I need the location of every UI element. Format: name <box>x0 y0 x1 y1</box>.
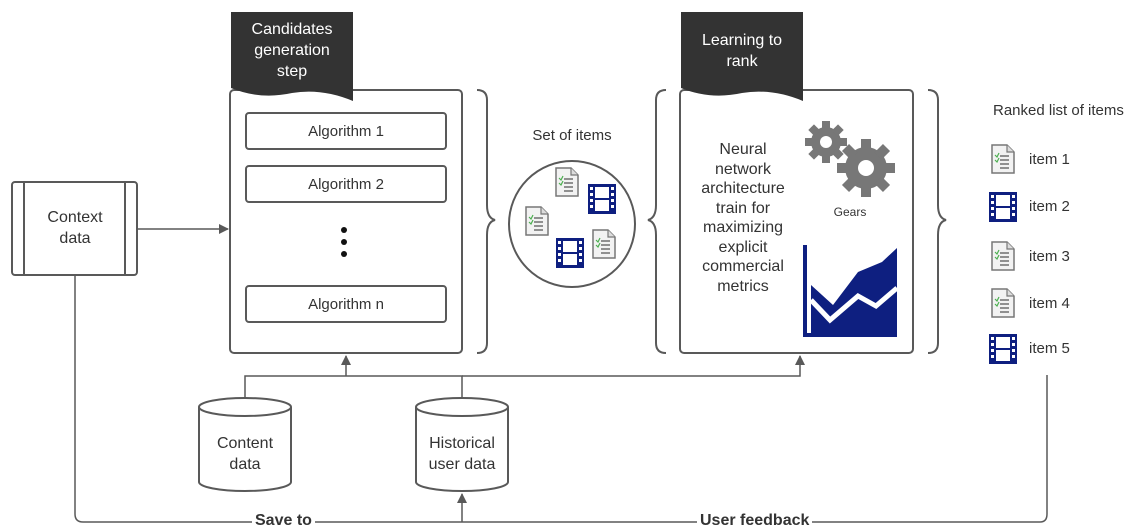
document-icon <box>592 229 616 259</box>
feedback-loop <box>74 275 1048 523</box>
right-brace <box>927 89 947 354</box>
content-data-label: Content data <box>216 435 274 473</box>
ltr-tab <box>681 12 803 101</box>
ellipsis-dots <box>341 227 347 257</box>
ltr-tab-label: Learning to rank <box>701 32 783 70</box>
ranked-item-label: item 5 <box>1029 340 1070 357</box>
context-data-label: Context data <box>47 209 103 247</box>
document-icon <box>525 206 549 236</box>
film-icon <box>989 334 1017 364</box>
nn-description: Neural network architecture train for ma… <box>701 141 785 295</box>
film-icon <box>588 184 616 214</box>
candidates-tab-label: Candidates generation step <box>251 21 333 80</box>
algorithm-1: Algorithm 1 <box>245 112 447 150</box>
film-icon <box>556 238 584 268</box>
left-brace <box>647 89 667 354</box>
historical-data-label: Historical user data <box>428 435 496 473</box>
document-icon <box>991 241 1015 271</box>
set-of-items-label: Set of items <box>532 127 612 144</box>
algorithm-2: Algorithm 2 <box>245 165 447 203</box>
candidates-tab <box>231 12 353 101</box>
ranked-list-icons <box>989 144 1017 364</box>
document-icon <box>991 144 1015 174</box>
ranked-list-title: Ranked list of items <box>993 102 1124 119</box>
gears-icon <box>805 121 895 197</box>
area-chart-icon <box>803 245 899 337</box>
content-data-db <box>198 397 292 492</box>
gears-label: Gears <box>833 205 867 219</box>
ranked-item-label: item 2 <box>1029 198 1070 215</box>
user-feedback-label: User feedback <box>697 513 813 529</box>
historical-data-db <box>415 397 509 492</box>
algorithm-n: Algorithm n <box>245 285 447 323</box>
save-to-label: Save to <box>252 513 315 529</box>
db-connectors <box>244 355 805 398</box>
ranked-item-label: item 3 <box>1029 248 1070 265</box>
document-icon <box>555 167 579 197</box>
film-icon <box>989 192 1017 222</box>
ranked-item-label: item 4 <box>1029 295 1070 312</box>
document-icon <box>991 288 1015 318</box>
right-brace <box>476 89 496 354</box>
ranked-item-label: item 1 <box>1029 151 1070 168</box>
